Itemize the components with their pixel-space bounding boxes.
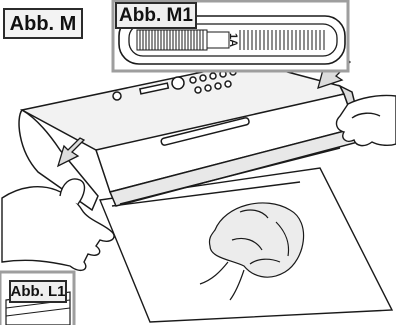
figure-label-main: Abb. M xyxy=(3,8,83,39)
figure-label-other: Abb. L1 xyxy=(9,280,67,303)
detail-inset-text: 1A xyxy=(227,33,239,47)
figure-label-detail: Abb. M1 xyxy=(115,2,197,29)
hand-left-icon xyxy=(2,179,114,270)
arrow-left-down-icon xyxy=(58,138,84,166)
